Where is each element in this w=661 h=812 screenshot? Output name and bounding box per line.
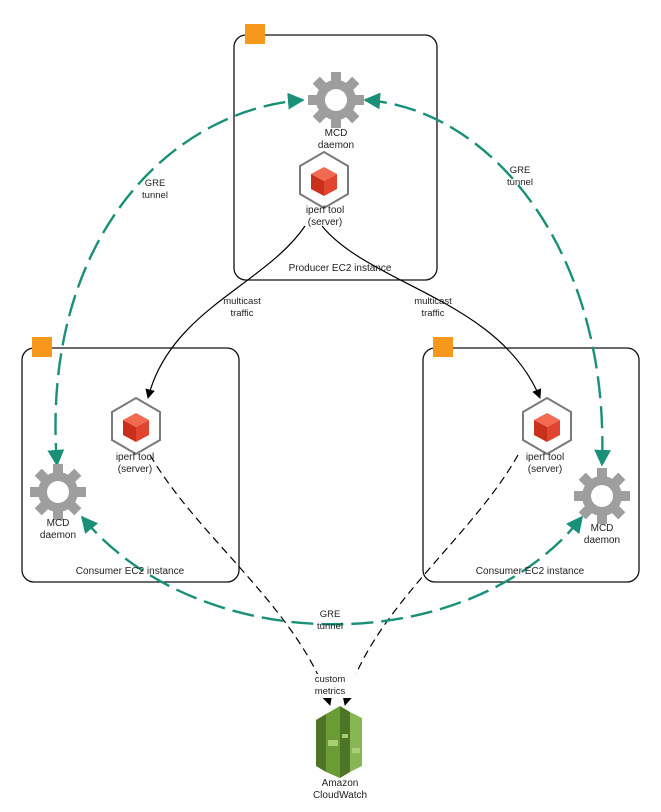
gre-tunnel-left (47, 92, 305, 467)
gre-tunnel-bottom (80, 515, 584, 626)
gre-bottom-label: GRE tunnel (317, 609, 343, 632)
mcd-right-gear-icon (574, 468, 630, 524)
gre-right-label: GRE tunnel (507, 165, 533, 188)
iperf-left-cube-icon (111, 397, 161, 455)
mcd-top-label: MCD daemon (317, 128, 355, 151)
metrics-right-arrow (342, 454, 519, 706)
cloudwatch-icon (316, 706, 362, 778)
producer-badge-icon (245, 24, 265, 44)
iperf-top-label: iperf tool (server) (305, 205, 345, 228)
gre-left-label: GRE tunnel (142, 178, 168, 201)
mcd-right-label: MCD daemon (583, 523, 621, 546)
mcd-left-label: MCD daemon (39, 518, 77, 541)
cloudwatch-label: Amazon CloudWatch (312, 778, 368, 801)
mcd-top-gear-icon (308, 72, 364, 128)
iperf-left-label: iperf tool (server) (115, 452, 155, 475)
producer-instance-box (233, 34, 438, 281)
iperf-top-cube-icon (299, 151, 349, 209)
gre-tunnel-right (363, 92, 611, 467)
producer-instance-label: Producer EC2 instance (288, 263, 392, 274)
consumer-left-instance-label: Consumer EC2 instance (75, 566, 185, 577)
multicast-right-label: multicast traffic (414, 296, 452, 319)
custom-metrics-label: custom metrics (300, 674, 360, 698)
multicast-left-label: multicast traffic (223, 296, 261, 319)
mcd-left-gear-icon (30, 464, 86, 520)
consumer-left-badge-icon (32, 337, 52, 357)
consumer-right-badge-icon (433, 337, 453, 357)
consumer-right-instance-label: Consumer EC2 instance (475, 566, 585, 577)
iperf-right-cube-icon (522, 397, 572, 455)
metrics-left-arrow (149, 454, 332, 706)
iperf-right-label: iperf tool (server) (525, 452, 565, 475)
